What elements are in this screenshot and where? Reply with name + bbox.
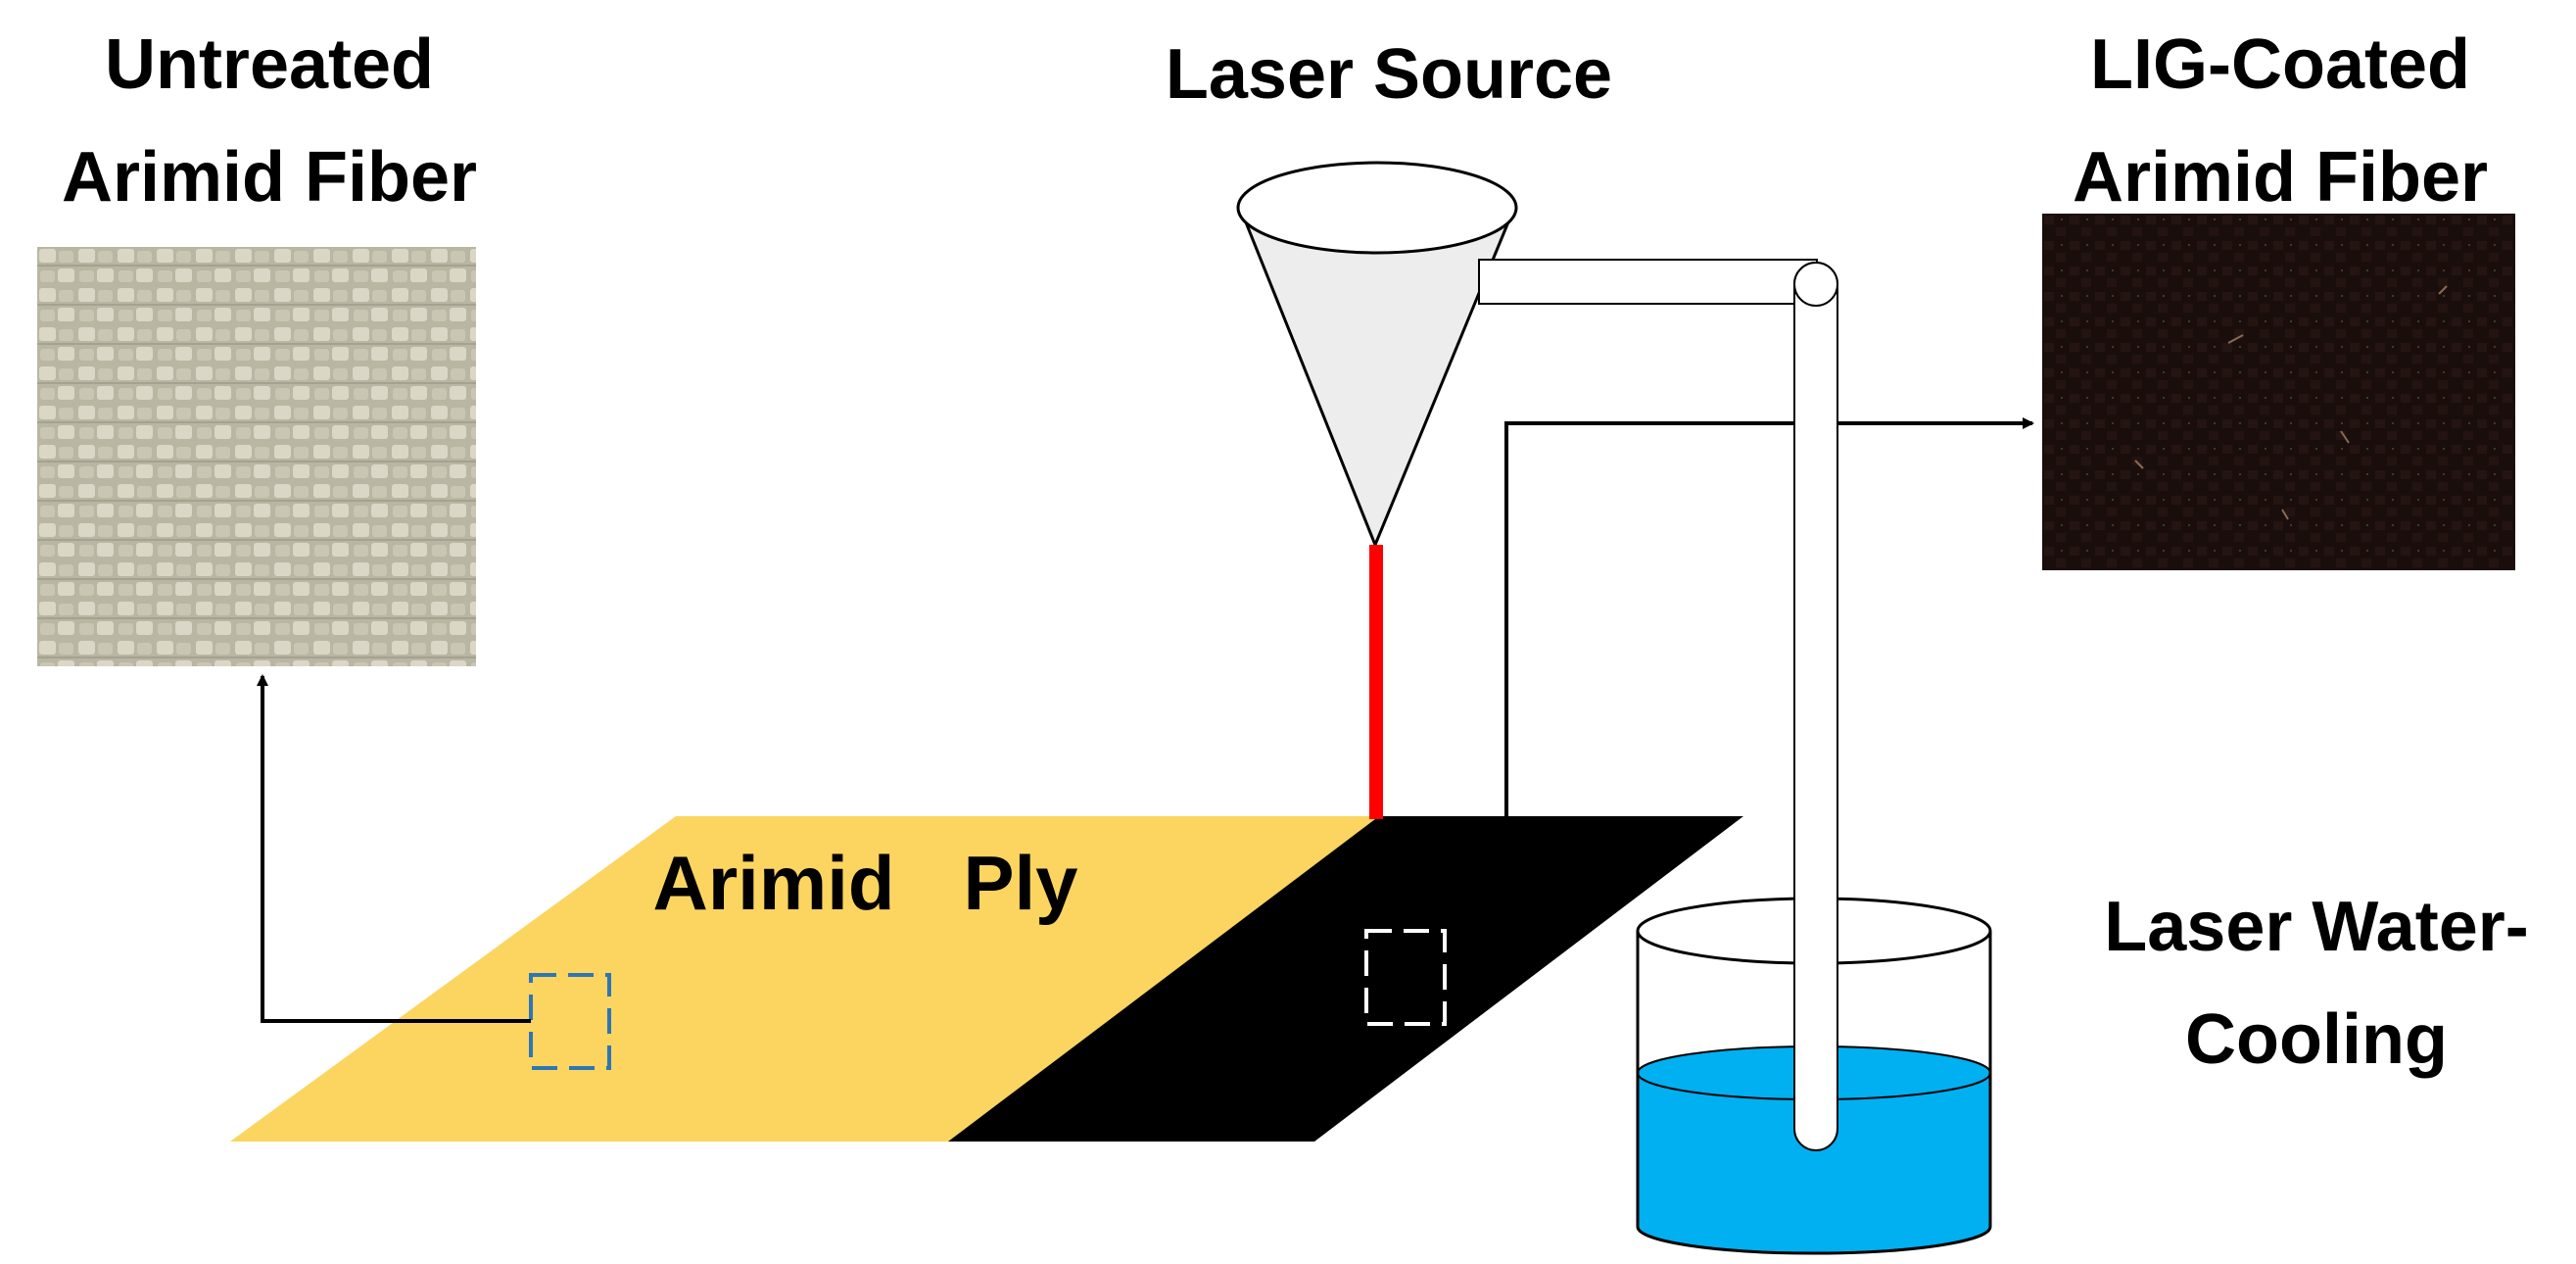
lig-title-line1: LIG-Coated — [2090, 25, 2470, 104]
cooling-label-line1: Laser Water- — [2104, 888, 2528, 966]
untreated-title-line1: Untreated — [105, 25, 434, 104]
cooling-pipe-vertical — [1793, 262, 1838, 1151]
laser-source-title: Laser Source — [1166, 35, 1612, 114]
untreated-sample-marker — [529, 973, 611, 1070]
untreated-fabric-image — [37, 247, 476, 666]
untreated-arrow — [257, 674, 531, 1023]
cooling-pipe-horizontal — [1478, 259, 1818, 305]
ply-untreated-region — [230, 816, 1379, 1142]
beaker-bottom-rim — [1636, 1226, 1992, 1255]
lig-fabric-image — [2042, 214, 2515, 570]
treated-sample-marker — [1364, 929, 1447, 1026]
cone-icon — [1237, 206, 1517, 549]
lig-arrow — [1504, 417, 2034, 816]
cooling-pipe-elbow — [1793, 262, 1838, 307]
lig-title-line2: Arimid Fiber — [2073, 138, 2488, 217]
ply-label-word1: Arimid — [652, 840, 894, 926]
cone-top-ellipse — [1236, 161, 1518, 255]
ply-treated-region — [948, 816, 1743, 1142]
lig-fabric-specks — [2134, 285, 2448, 520]
untreated-title-line2: Arimid Fiber — [62, 138, 477, 217]
laser-beam — [1369, 545, 1383, 819]
cooling-label-line2: Cooling — [2185, 1000, 2448, 1079]
ply-label-word2: Ply — [963, 840, 1077, 926]
